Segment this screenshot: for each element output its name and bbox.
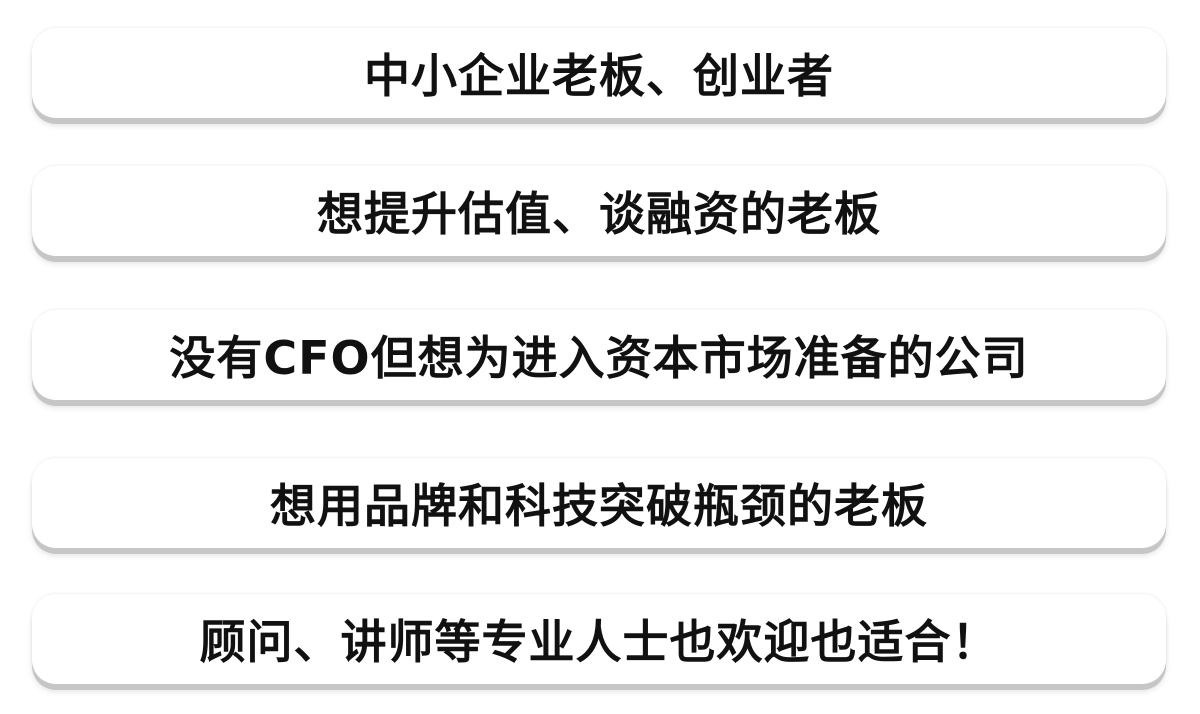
audience-card-text: 中小企业老板、创业者 — [364, 49, 834, 103]
audience-card-1: 中小企业老板、创业者 — [32, 28, 1166, 118]
audience-card-5: 顾问、讲师等专业人士也欢迎也适合！ — [32, 594, 1166, 684]
audience-card-text: 想提升估值、谈融资的老板 — [317, 187, 881, 241]
audience-card-text: 想用品牌和科技突破瓶颈的老板 — [270, 479, 928, 533]
audience-card-text: 没有CFO但想为进入资本市场准备的公司 — [169, 331, 1029, 385]
audience-card-text: 顾问、讲师等专业人士也欢迎也适合！ — [199, 615, 999, 669]
audience-card-2: 想提升估值、谈融资的老板 — [32, 166, 1166, 256]
audience-card-4: 想用品牌和科技突破瓶颈的老板 — [32, 458, 1166, 548]
audience-card-3: 没有CFO但想为进入资本市场准备的公司 — [32, 310, 1166, 400]
